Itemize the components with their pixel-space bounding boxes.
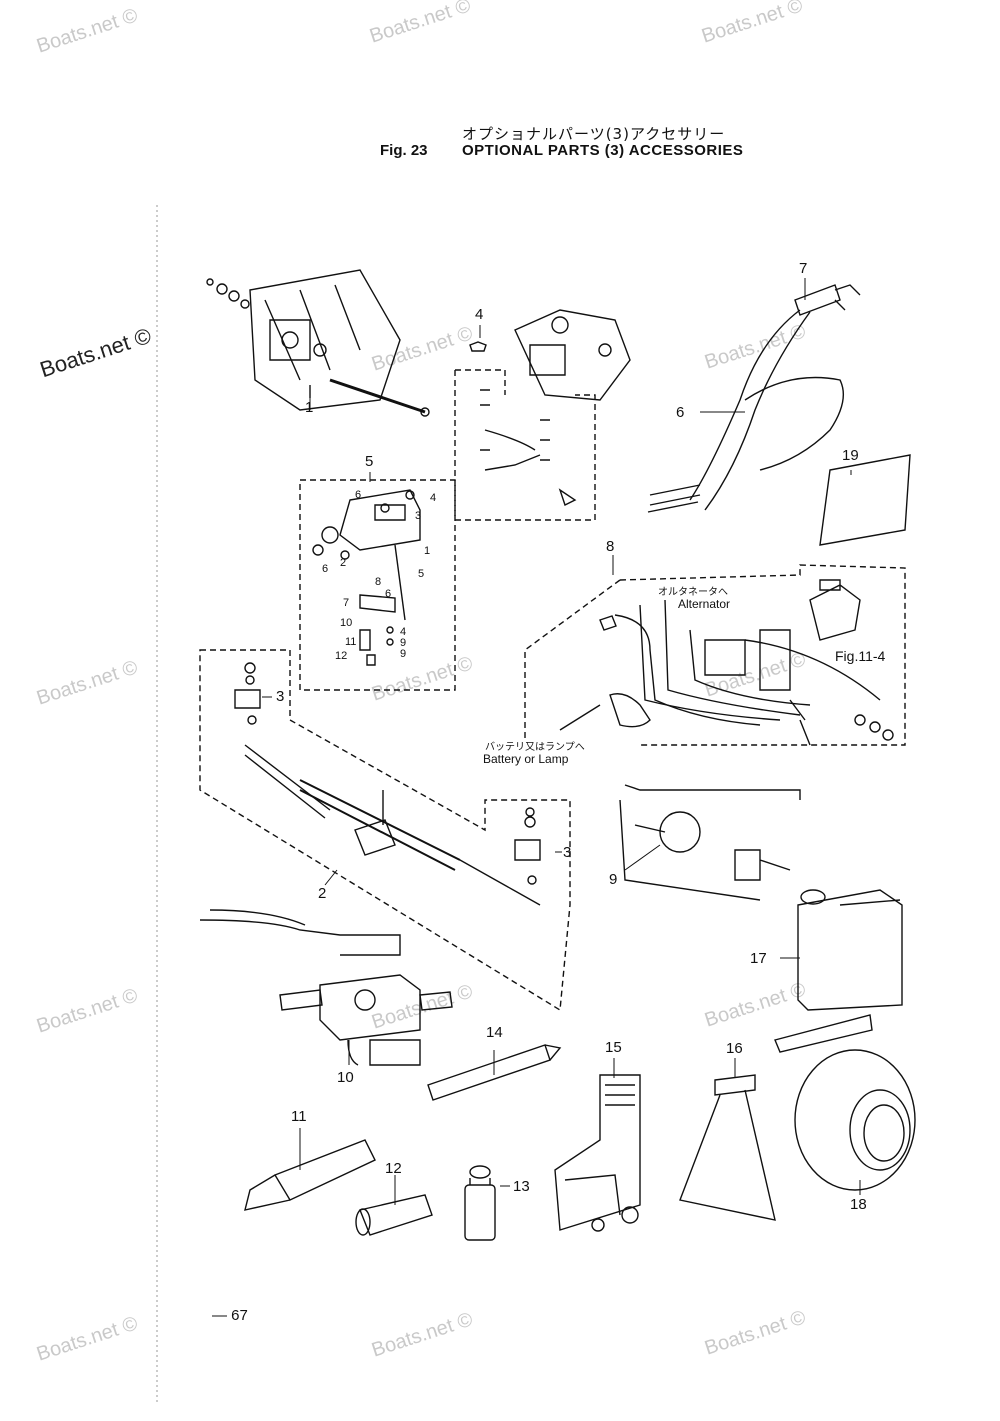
part-18-cover: [794, 1049, 916, 1191]
callout-4: 4: [475, 306, 484, 323]
alternator-label: Alternator: [678, 597, 731, 611]
callout-9: 9: [609, 871, 618, 888]
sub-callout: 4: [430, 492, 437, 504]
part-4-bracket: [454, 309, 631, 521]
callout-16: 16: [726, 1040, 743, 1057]
callout-3b: 3: [563, 844, 572, 861]
sub-callout: 6: [385, 588, 392, 600]
callout-18: 18: [850, 1196, 867, 1213]
sub-callout: 8: [375, 576, 382, 588]
sub-callout: 10: [340, 617, 353, 629]
part-1-bracket: [206, 269, 430, 417]
fig-reference: Fig.11-4: [835, 648, 886, 664]
part-14-tool: [427, 1044, 562, 1101]
part-2-3-assembly: [199, 649, 571, 1012]
title-japanese: オプショナルパーツ(3)アクセサリー: [462, 125, 726, 143]
part-6-7-cable: [647, 284, 861, 513]
part-10-remote-box: [199, 909, 453, 1066]
sub-callout: 11: [345, 636, 357, 648]
part-5-assembly: [299, 479, 456, 691]
callout-15: 15: [605, 1039, 622, 1056]
figure-title: OPTIONAL PARTS (3) ACCESSORIES: [462, 142, 744, 159]
part-13-bottle: [464, 1165, 496, 1241]
callout-11: 11: [291, 1108, 307, 1125]
part-9-plug: [619, 784, 801, 901]
battery-label: Battery or Lamp: [483, 752, 569, 766]
callout-3: 3: [276, 688, 285, 705]
part-19-sheet: [819, 454, 911, 546]
sub-callout: 1: [424, 545, 431, 557]
part-11-tube: [244, 1139, 376, 1211]
part-15-cart: [554, 1074, 641, 1232]
part-8-harness: [524, 564, 906, 746]
sub-callout: 3: [415, 510, 422, 522]
part-12-tube: [355, 1194, 433, 1236]
callout-8: 8: [606, 538, 615, 555]
callout-5: 5: [365, 453, 374, 470]
callout-10: 10: [337, 1069, 354, 1086]
alternator-label-jp: オルタネータへ: [658, 587, 728, 598]
leader-lines: [262, 278, 861, 1205]
callout-12: 12: [385, 1160, 402, 1177]
callout-7: 7: [799, 260, 808, 277]
sub-callout: 4: [400, 626, 407, 638]
callout-1: 1: [305, 399, 314, 416]
part-17-can: [774, 889, 903, 1053]
callout-13: 13: [513, 1178, 530, 1195]
callout-17: 17: [750, 950, 767, 967]
figure-number: Fig. 23: [380, 142, 428, 159]
callout-14: 14: [486, 1024, 503, 1041]
sub-callout: 9: [400, 648, 407, 660]
battery-label-jp: バッテリ又はランプへ: [485, 742, 585, 753]
sub-callout: 5: [418, 568, 425, 580]
sub-callout: 12: [335, 650, 348, 662]
sub-callout: 7: [343, 597, 350, 609]
sub-callout: 6: [322, 563, 329, 575]
sub-callout: 2: [340, 557, 347, 569]
part-16-stand: [679, 1074, 776, 1221]
page-number: — 67: [212, 1307, 248, 1324]
callout-19: 19: [842, 447, 859, 464]
sub-callout: 6: [355, 489, 362, 501]
callout-6: 6: [676, 404, 685, 421]
callout-2: 2: [318, 885, 327, 902]
sub-callout: 9: [400, 637, 407, 649]
